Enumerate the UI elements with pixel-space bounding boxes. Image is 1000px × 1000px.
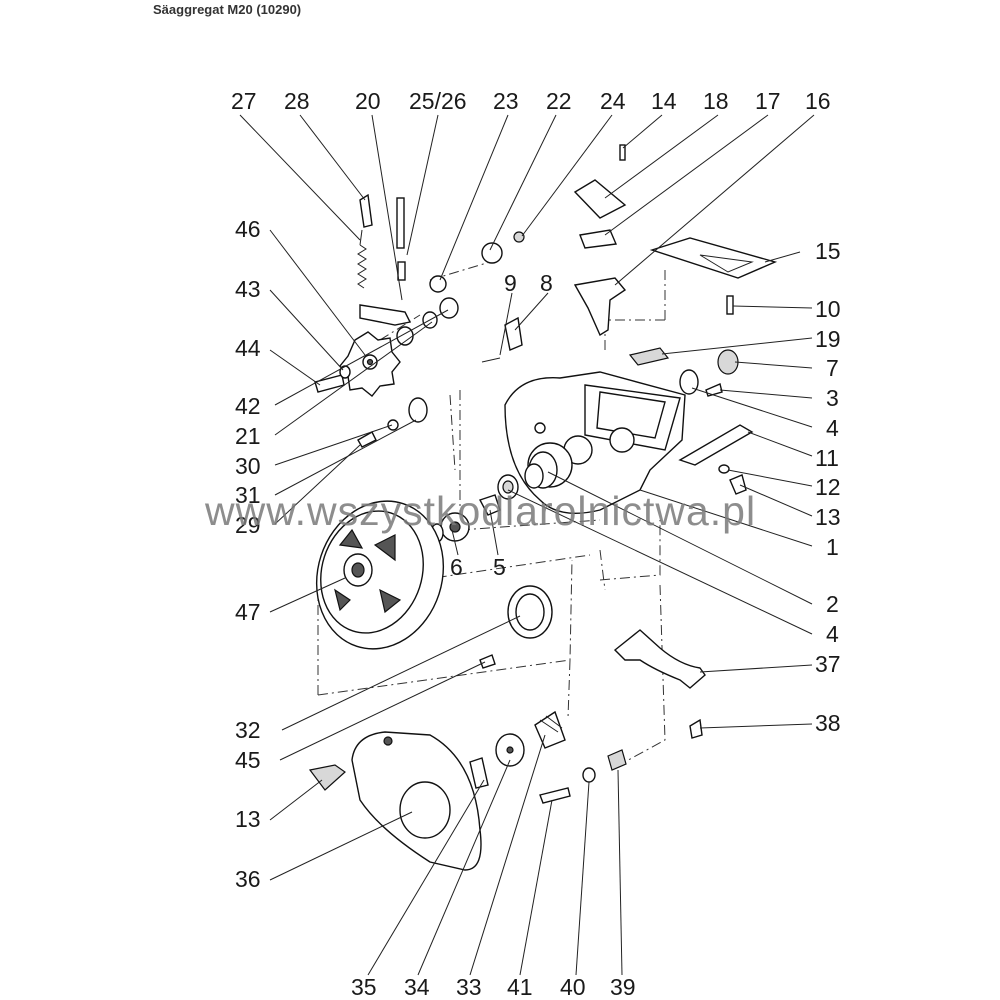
screw-32 bbox=[479, 654, 496, 669]
callout-3: 3 bbox=[826, 385, 839, 411]
lever-bushing bbox=[396, 326, 414, 346]
coulter-plate-18 bbox=[573, 179, 627, 219]
callout-38: 38 bbox=[815, 710, 841, 736]
callout-36: 36 bbox=[235, 866, 261, 892]
callout-24: 24 bbox=[600, 88, 626, 114]
gasket-45 bbox=[507, 585, 553, 639]
callout-17: 17 bbox=[755, 88, 781, 114]
washer-40 bbox=[582, 767, 596, 783]
callout-28: 28 bbox=[284, 88, 310, 114]
callout-47: 47 bbox=[235, 599, 261, 625]
callout-19: 19 bbox=[815, 326, 841, 352]
bushing-4 bbox=[679, 369, 699, 395]
spring bbox=[357, 229, 367, 289]
nut-39 bbox=[607, 749, 627, 771]
drive-wheel bbox=[315, 500, 445, 650]
callout-31: 31 bbox=[235, 482, 261, 508]
callout-34: 34 bbox=[404, 974, 430, 1000]
callout-41: 41 bbox=[507, 974, 533, 1000]
callout-11: 11 bbox=[815, 445, 839, 471]
callout-6: 6 bbox=[450, 554, 463, 580]
callout-18: 18 bbox=[703, 88, 729, 114]
callout-8: 8 bbox=[540, 270, 553, 296]
callout-23: 23 bbox=[493, 88, 519, 114]
callout-42: 42 bbox=[235, 393, 261, 419]
callout-21: 21 bbox=[235, 423, 261, 449]
callout-46: 46 bbox=[235, 216, 261, 242]
split-pin bbox=[359, 193, 373, 228]
callout-22: 22 bbox=[546, 88, 572, 114]
screw-29 bbox=[357, 431, 377, 448]
callout-4-lower: 4 bbox=[826, 621, 839, 647]
callout-5: 5 bbox=[493, 554, 506, 580]
callout-20: 20 bbox=[355, 88, 381, 114]
callout-13-right: 13 bbox=[815, 504, 841, 530]
grub-screw-22 bbox=[513, 231, 525, 243]
callout-2: 2 bbox=[826, 591, 839, 617]
rod bbox=[396, 197, 405, 249]
wing-bolt-13 bbox=[308, 764, 346, 791]
pad-19 bbox=[628, 347, 670, 366]
callout-12: 12 bbox=[815, 474, 841, 500]
bolt-3 bbox=[705, 383, 723, 397]
callout-27: 27 bbox=[231, 88, 257, 114]
ring-30 bbox=[408, 397, 428, 423]
callout-7: 7 bbox=[826, 355, 839, 381]
callout-13-left: 13 bbox=[235, 806, 261, 832]
callout-16: 16 bbox=[805, 88, 831, 114]
bolt-41 bbox=[539, 787, 571, 804]
callout-35: 35 bbox=[351, 974, 377, 1000]
callout-1: 1 bbox=[826, 534, 839, 560]
watermark-text: www.wszystkodlarolnictwa.pl bbox=[205, 488, 757, 534]
lever-arm bbox=[359, 304, 412, 326]
callout-45: 45 bbox=[235, 747, 261, 773]
plate-24 bbox=[579, 229, 618, 249]
callout-10: 10 bbox=[815, 296, 841, 322]
pin-10 bbox=[726, 295, 734, 315]
cam-8 bbox=[504, 316, 523, 351]
screw-9 bbox=[481, 357, 501, 363]
screw-38 bbox=[689, 718, 703, 739]
bellows-33 bbox=[534, 710, 566, 749]
callout-43: 43 bbox=[235, 276, 261, 302]
bushing-44a bbox=[429, 275, 447, 293]
scraper-11 bbox=[678, 424, 754, 466]
page-title: Säaggregat M20 (10290) bbox=[153, 2, 302, 17]
wing-nut-13 bbox=[729, 474, 747, 495]
callout-30: 30 bbox=[235, 453, 261, 479]
pin-35 bbox=[469, 757, 489, 789]
washer-34-hole bbox=[506, 746, 514, 754]
short-rod bbox=[397, 261, 406, 281]
bolt-44 bbox=[314, 374, 345, 393]
callout-33: 33 bbox=[456, 974, 482, 1000]
washer-31 bbox=[387, 419, 399, 431]
strap-37 bbox=[613, 629, 706, 689]
callout-9: 9 bbox=[504, 270, 517, 296]
parts-drawing bbox=[308, 144, 778, 871]
callout-37: 37 bbox=[815, 651, 841, 677]
callout-15: 15 bbox=[815, 238, 841, 264]
callout-labels: 27 28 20 25/26 23 22 24 14 18 17 16 46 4… bbox=[231, 88, 841, 1000]
cover-plate-15 bbox=[649, 237, 778, 279]
callout-29: 29 bbox=[235, 512, 261, 538]
bottom-cover-36 bbox=[351, 731, 482, 871]
callout-44: 44 bbox=[235, 335, 261, 361]
callout-40: 40 bbox=[560, 974, 586, 1000]
callout-4-upper: 4 bbox=[826, 415, 839, 441]
callout-25-26: 25/26 bbox=[409, 88, 467, 114]
leader-lines bbox=[239, 114, 815, 976]
callout-39: 39 bbox=[610, 974, 636, 1000]
washer-12 bbox=[718, 464, 730, 474]
pin-14 bbox=[619, 144, 626, 161]
bracket-17 bbox=[573, 277, 627, 337]
callout-32: 32 bbox=[235, 717, 261, 743]
bushing-42 bbox=[439, 297, 459, 319]
callout-14: 14 bbox=[651, 88, 677, 114]
bushing-23 bbox=[481, 242, 503, 264]
seed-disc bbox=[339, 331, 401, 397]
